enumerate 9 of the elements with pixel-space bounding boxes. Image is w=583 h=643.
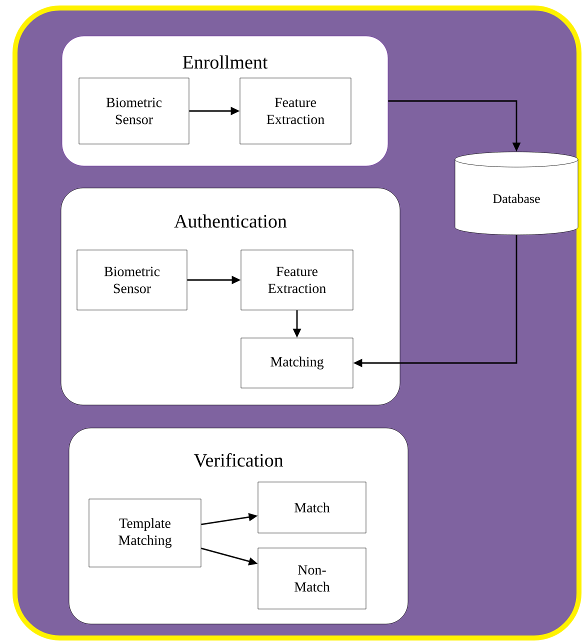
database-cylinder: Database <box>454 152 578 236</box>
process-box: Template Matching <box>88 498 202 568</box>
process-box: Biometric Sensor <box>78 78 190 144</box>
process-box: Matching <box>240 338 354 388</box>
process-box: Biometric Sensor <box>76 250 188 310</box>
process-box: Non-Match <box>258 548 366 610</box>
process-box: Feature Extraction <box>240 78 352 144</box>
process-box: Feature Extraction <box>240 250 354 310</box>
process-box: Match <box>258 482 366 534</box>
